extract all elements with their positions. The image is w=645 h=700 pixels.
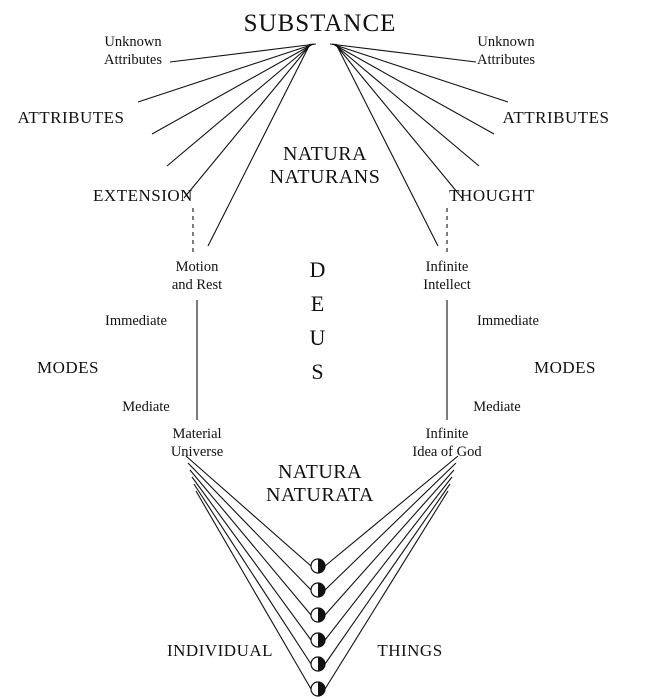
natura-naturata-line1: NATURA xyxy=(278,461,362,483)
things-label: THINGS xyxy=(377,641,442,660)
substance-attributes-right-line xyxy=(331,43,509,103)
motion-and-rest-line2: and Rest xyxy=(172,277,222,293)
material-universe-line1: Material xyxy=(172,426,221,442)
deus-label: D E U S xyxy=(310,257,327,384)
substance-right-fan xyxy=(329,43,509,247)
natura-naturata-line2: NATURATA xyxy=(266,484,374,506)
material-things-line-6 xyxy=(195,490,312,690)
modes-right-label: MODES xyxy=(534,358,596,377)
naturata-left-fan xyxy=(185,455,312,690)
unknown-attributes-right-line2: Attributes xyxy=(477,52,535,68)
extension-label: EXTENSION xyxy=(93,186,193,205)
substance-attributes-left-line xyxy=(137,43,315,103)
mediate-left-label: Mediate xyxy=(122,399,170,415)
idea-things-line-1 xyxy=(324,455,459,567)
individual-label: INDIVIDUAL xyxy=(167,641,273,660)
infinite-intellect-line1: Infinite xyxy=(426,259,469,275)
thing-node xyxy=(310,632,326,648)
material-universe-line2: Universe xyxy=(171,444,223,460)
idea-things-line-2 xyxy=(324,462,457,591)
modes-left-label: MODES xyxy=(37,358,99,377)
thing-node xyxy=(310,558,326,574)
infinite-intellect-line2: Intellect xyxy=(423,277,471,293)
idea-things-line-5 xyxy=(324,483,451,665)
substance-extension-line xyxy=(183,43,312,199)
attributes-right-label: ATTRIBUTES xyxy=(503,108,610,127)
immediate-right-label: Immediate xyxy=(477,313,539,329)
substance-unknown-attr-left-line xyxy=(169,43,317,63)
substance-left-line-6 xyxy=(207,43,311,247)
substance-unknown-attr-right-line xyxy=(329,43,477,63)
substance-right-line-3 xyxy=(332,43,495,135)
thing-node xyxy=(310,607,326,623)
mediate-right-label: Mediate xyxy=(473,399,521,415)
substance-left-line-3 xyxy=(151,43,314,135)
thing-node xyxy=(310,656,326,672)
immediate-left-label: Immediate xyxy=(105,313,167,329)
substance-right-line-6 xyxy=(335,43,439,247)
idea-things-line-6 xyxy=(324,490,449,690)
material-things-line-2 xyxy=(187,462,312,591)
unknown-attributes-left-line1: Unknown xyxy=(104,34,162,50)
motion-and-rest-line1: Motion xyxy=(176,259,219,275)
material-things-line-5 xyxy=(193,483,312,665)
infinite-idea-line2: Idea of God xyxy=(412,444,482,460)
substance-left-line-4 xyxy=(166,43,313,167)
material-things-line-1 xyxy=(185,455,312,567)
idea-things-line-3 xyxy=(324,469,455,616)
thing-node xyxy=(310,582,326,598)
substance-thought-line xyxy=(334,43,463,199)
idea-things-line-4 xyxy=(324,476,453,641)
natura-naturans-line1: NATURA xyxy=(283,143,367,165)
substance-left-fan xyxy=(137,43,317,247)
material-things-line-3 xyxy=(189,469,312,616)
infinite-idea-line1: Infinite xyxy=(426,426,469,442)
substance-label: SUBSTANCE xyxy=(244,10,397,37)
deus-letter-d: D xyxy=(310,257,327,282)
deus-letter-s: S xyxy=(311,359,324,384)
substance-right-line-4 xyxy=(333,43,480,167)
individual-things-nodes xyxy=(310,558,326,697)
thing-node xyxy=(310,681,326,697)
deus-letter-u: U xyxy=(310,325,327,350)
unknown-attributes-left-line2: Attributes xyxy=(104,52,162,68)
attributes-left-label: ATTRIBUTES xyxy=(18,108,125,127)
material-things-line-4 xyxy=(191,476,312,641)
thought-label: THOUGHT xyxy=(449,186,535,205)
natura-naturans-line2: NATURANS xyxy=(270,166,381,188)
naturata-right-fan xyxy=(324,455,459,690)
deus-letter-e: E xyxy=(311,291,325,316)
unknown-attributes-right-line1: Unknown xyxy=(477,34,535,50)
